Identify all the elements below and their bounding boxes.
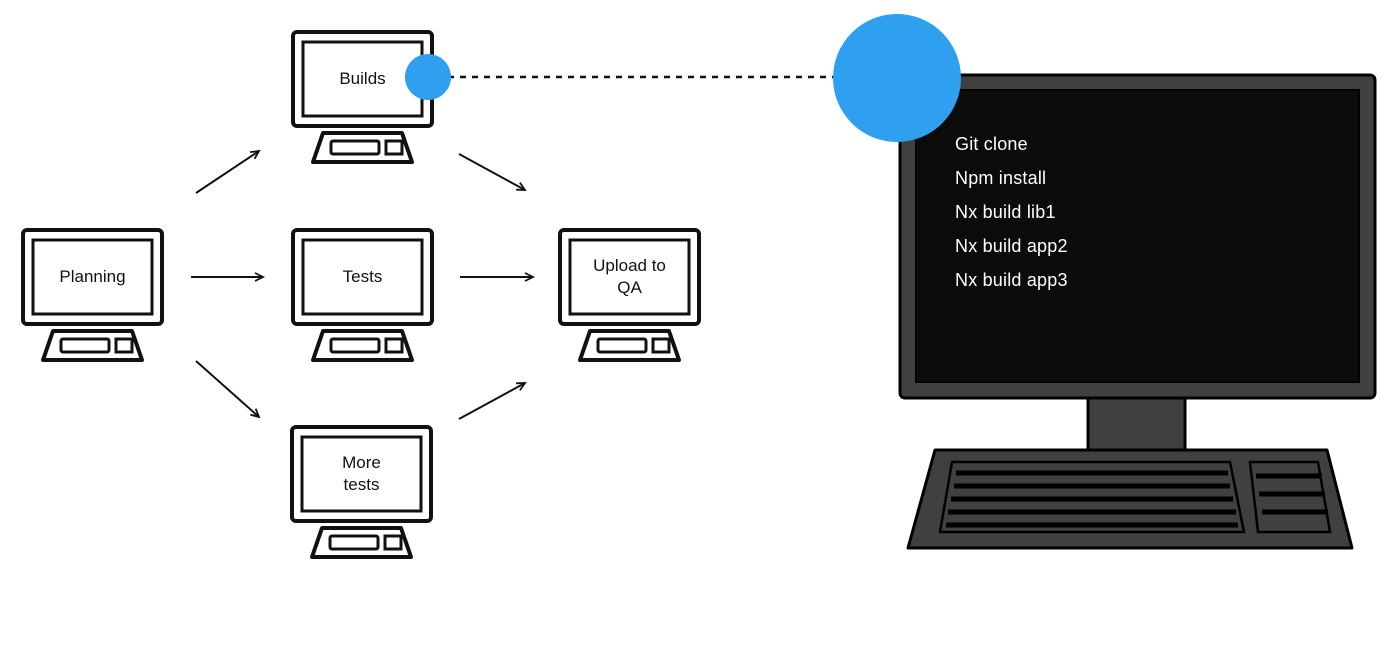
monitor-stand <box>1086 388 1187 457</box>
node-label: More tests <box>342 452 381 494</box>
terminal-line: Nx build app2 <box>955 236 1068 256</box>
node-label-box: Upload to QA <box>570 240 689 314</box>
arrow-planning-to-more-tests <box>195 360 261 419</box>
node-label-box: Planning <box>33 240 152 314</box>
terminal-line: Npm install <box>955 168 1047 188</box>
node-label-box: Builds <box>303 42 422 116</box>
terminal-output: Git clone Npm install Nx build lib1 Nx b… <box>955 127 1068 297</box>
terminal-line: Git clone <box>955 134 1028 154</box>
node-label: Planning <box>59 266 126 286</box>
node-tests: Tests <box>290 227 435 367</box>
arrow-planning-to-builds <box>195 149 261 194</box>
arrow-builds-to-upload-qa <box>458 153 527 191</box>
keyboard-main-keys <box>938 460 1246 534</box>
build-agent-computer <box>898 73 1377 550</box>
node-label: Upload to QA <box>593 255 666 297</box>
node-label-box: Tests <box>303 240 422 314</box>
node-label-box: More tests <box>302 437 421 511</box>
node-builds: Builds <box>290 29 435 169</box>
terminal-line: Nx build lib1 <box>955 202 1056 222</box>
keyboard-numpad <box>1248 460 1332 534</box>
node-upload-qa: Upload to QA <box>557 227 702 367</box>
keyboard-illustration <box>906 448 1354 550</box>
node-label: Tests <box>342 266 383 286</box>
node-planning: Planning <box>20 227 165 367</box>
terminal-screen <box>915 89 1360 383</box>
terminal-line: Nx build app3 <box>955 270 1068 290</box>
node-label: Builds <box>339 68 386 88</box>
arrow-more-tests-to-upload-qa <box>458 382 527 420</box>
node-more-tests: More tests <box>289 424 434 564</box>
